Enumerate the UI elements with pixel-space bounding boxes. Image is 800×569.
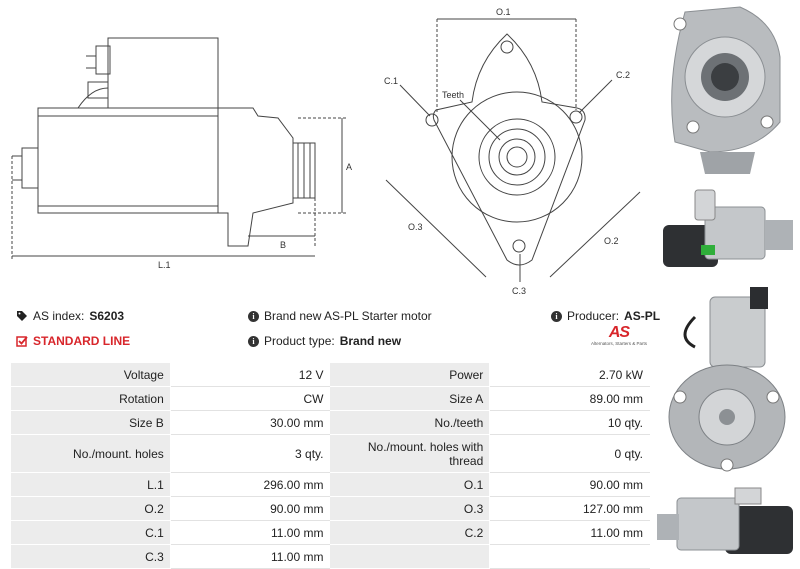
front-view-drawing: O.1 C.1 C.2 Teeth O.3 O.2 C.3 — [384, 7, 641, 296]
standard-line: STANDARD LINE — [16, 334, 130, 348]
standard-line-label: STANDARD LINE — [33, 334, 131, 348]
dim-label-o2: O.2 — [604, 236, 619, 246]
product-type-value: Brand new — [339, 334, 402, 348]
product-description: i Brand new AS-PL Starter motor — [248, 309, 432, 323]
spec-value: CW — [169, 386, 331, 411]
spec-value: 12 V — [169, 362, 331, 387]
dim-label-teeth: Teeth — [442, 90, 464, 100]
spec-label: No./mount. holes with thread — [329, 434, 491, 473]
spec-value: 90.00 mm — [489, 472, 650, 497]
spec-value: 127.00 mm — [489, 496, 650, 521]
side-view-drawing: A B L.1 — [11, 37, 352, 270]
product-photo-side — [655, 185, 800, 280]
product-photo-bottom — [655, 486, 800, 566]
product-photos — [655, 0, 800, 569]
spec-label: L.1 — [10, 472, 171, 497]
spec-label: O.2 — [10, 496, 171, 521]
spec-label — [329, 544, 491, 569]
spec-value: 11.00 mm — [169, 520, 331, 545]
dim-label-o1: O.1 — [496, 7, 511, 17]
spec-value — [489, 544, 650, 569]
dim-label-c1: C.1 — [384, 76, 398, 86]
spec-value: 0 qty. — [489, 434, 650, 473]
spec-value: 11.00 mm — [489, 520, 650, 545]
producer-label: Producer: — [567, 309, 620, 323]
spec-value: 90.00 mm — [169, 496, 331, 521]
spec-label: C.3 — [10, 544, 171, 569]
product-photo-front — [655, 2, 800, 177]
spec-value: 11.00 mm — [169, 544, 331, 569]
spec-label: Rotation — [10, 386, 171, 411]
logo-mark: AS — [608, 324, 630, 341]
spec-value: 10 qty. — [489, 410, 650, 435]
info-icon: i — [248, 335, 259, 347]
spec-label: O.3 — [329, 496, 491, 521]
spec-value: 2.70 kW — [489, 362, 650, 387]
tag-icon — [17, 311, 27, 321]
producer-value: AS-PL — [624, 309, 661, 323]
dim-label-b: B — [280, 240, 286, 250]
producer: i Producer: AS-PL — [551, 309, 660, 323]
product-type: i Product type: Brand new — [248, 334, 401, 348]
as-index-value: S6203 — [89, 309, 125, 323]
product-photo-rear — [655, 287, 800, 482]
dim-label-l1: L.1 — [158, 260, 171, 270]
dim-label-c3: C.3 — [512, 286, 526, 296]
technical-drawings: A B L.1 — [0, 0, 650, 300]
spec-label: O.1 — [329, 472, 491, 497]
spec-value: 30.00 mm — [169, 410, 331, 435]
dim-label-c2: C.2 — [616, 70, 630, 80]
as-index-label: AS index: — [33, 309, 85, 323]
as-pl-logo: AS Alternators, Starters & Parts — [588, 324, 650, 347]
info-icon: i — [551, 310, 562, 322]
dim-label-a: A — [346, 162, 352, 172]
spec-value: 3 qty. — [169, 434, 331, 473]
logo-tagline: Alternators, Starters & Parts — [590, 341, 648, 346]
spec-value: 296.00 mm — [169, 472, 331, 497]
spec-value: 89.00 mm — [489, 386, 650, 411]
spec-label: No./mount. holes — [10, 434, 171, 473]
as-index: AS index: S6203 — [16, 309, 124, 323]
info-icon: i — [248, 310, 259, 322]
description-text: Brand new AS-PL Starter motor — [264, 309, 432, 323]
spec-label: Size B — [10, 410, 171, 435]
spec-label: Size A — [329, 386, 491, 411]
spec-label: Power — [329, 362, 491, 387]
spec-label: No./teeth — [329, 410, 491, 435]
product-info: AS index: S6203 STANDARD LINE i Brand ne… — [10, 305, 660, 357]
product-type-label: Product type: — [264, 334, 335, 348]
spec-label: C.1 — [10, 520, 171, 545]
spec-label: C.2 — [329, 520, 491, 545]
dim-label-o3: O.3 — [408, 222, 423, 232]
checkbox-icon — [16, 336, 28, 347]
spec-label: Voltage — [10, 362, 171, 387]
